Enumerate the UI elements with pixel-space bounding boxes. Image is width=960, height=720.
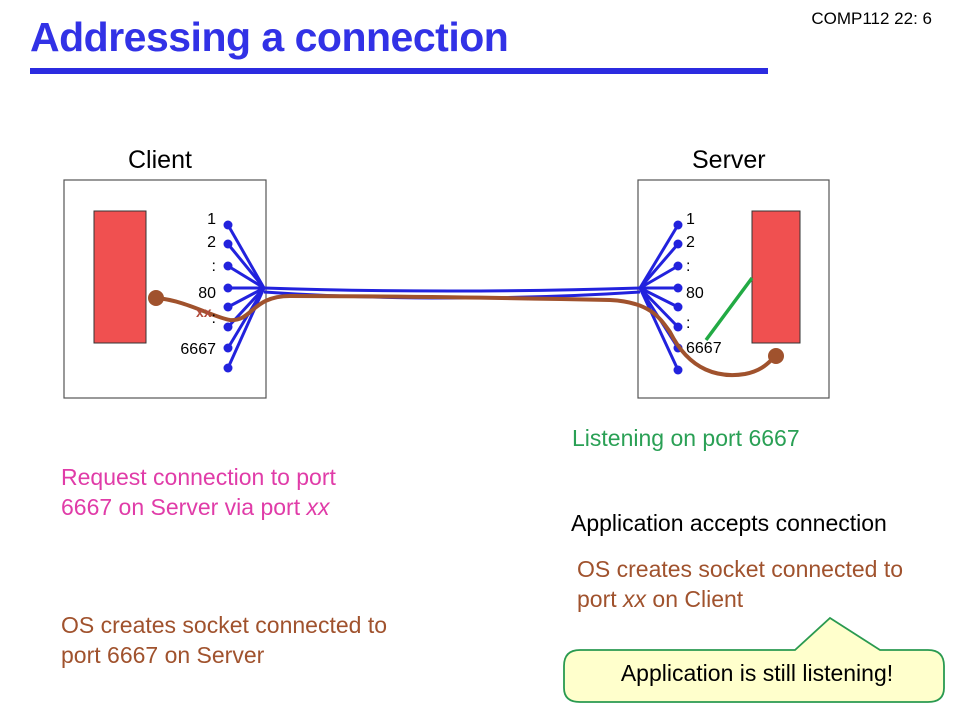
client-port-wires bbox=[226, 224, 266, 369]
server-os-line-1: OS creates socket connected to bbox=[577, 556, 904, 582]
client-request-line-2: 6667 on Server via port xx bbox=[61, 494, 330, 520]
client-os-note: OS creates socket connected to port 6667… bbox=[61, 610, 387, 670]
server-port-wires bbox=[638, 224, 680, 371]
network-link-upper bbox=[263, 286, 641, 293]
client-port-label: : bbox=[211, 258, 216, 275]
server-accepts-note: Application accepts connection bbox=[571, 510, 887, 536]
client-port-label: 80 bbox=[198, 285, 216, 302]
title-underline bbox=[30, 68, 768, 74]
server-os-note: OS creates socket connected to port xx o… bbox=[577, 554, 903, 614]
server-application-box bbox=[751, 210, 801, 344]
server-port-label: : bbox=[686, 315, 691, 332]
callout-text: Application is still listening! bbox=[620, 660, 894, 686]
client-port-label: 6667 bbox=[180, 341, 216, 358]
listening-line bbox=[704, 276, 754, 342]
client-request-note: Request connection to port 6667 on Serve… bbox=[61, 462, 336, 522]
server-listening-note: Listening on port 6667 bbox=[572, 425, 800, 451]
server-port-label: 2 bbox=[686, 234, 695, 251]
client-socket-endpoint bbox=[148, 290, 164, 306]
slide-number: COMP112 22: 6 bbox=[811, 9, 932, 28]
client-port-label: 1 bbox=[207, 211, 216, 228]
established-connection-path bbox=[154, 293, 778, 378]
client-application-box bbox=[93, 210, 147, 344]
client-port-label: 2 bbox=[207, 234, 216, 251]
callout-bubble bbox=[563, 616, 945, 703]
client-os-line-1: OS creates socket connected to bbox=[61, 612, 388, 638]
server-port-label: : bbox=[686, 258, 691, 275]
server-port-label: 80 bbox=[686, 285, 704, 302]
client-port-xx-label: xx bbox=[196, 304, 212, 320]
client-os-line-2: port 6667 on Server bbox=[61, 642, 265, 668]
server-socket-endpoint bbox=[768, 348, 784, 364]
server-port-label: 6667 bbox=[686, 340, 722, 357]
page-title: Addressing a connection bbox=[30, 14, 509, 60]
client-port-label: : bbox=[211, 310, 216, 327]
server-label: Server bbox=[692, 146, 766, 174]
server-port-dots bbox=[673, 220, 683, 375]
server-port-label: 1 bbox=[686, 211, 695, 228]
client-port-dots bbox=[223, 220, 233, 373]
client-label: Client bbox=[128, 146, 192, 174]
client-request-line-1: Request connection to port bbox=[61, 464, 336, 490]
server-os-line-2: port xx on Client bbox=[577, 586, 744, 612]
